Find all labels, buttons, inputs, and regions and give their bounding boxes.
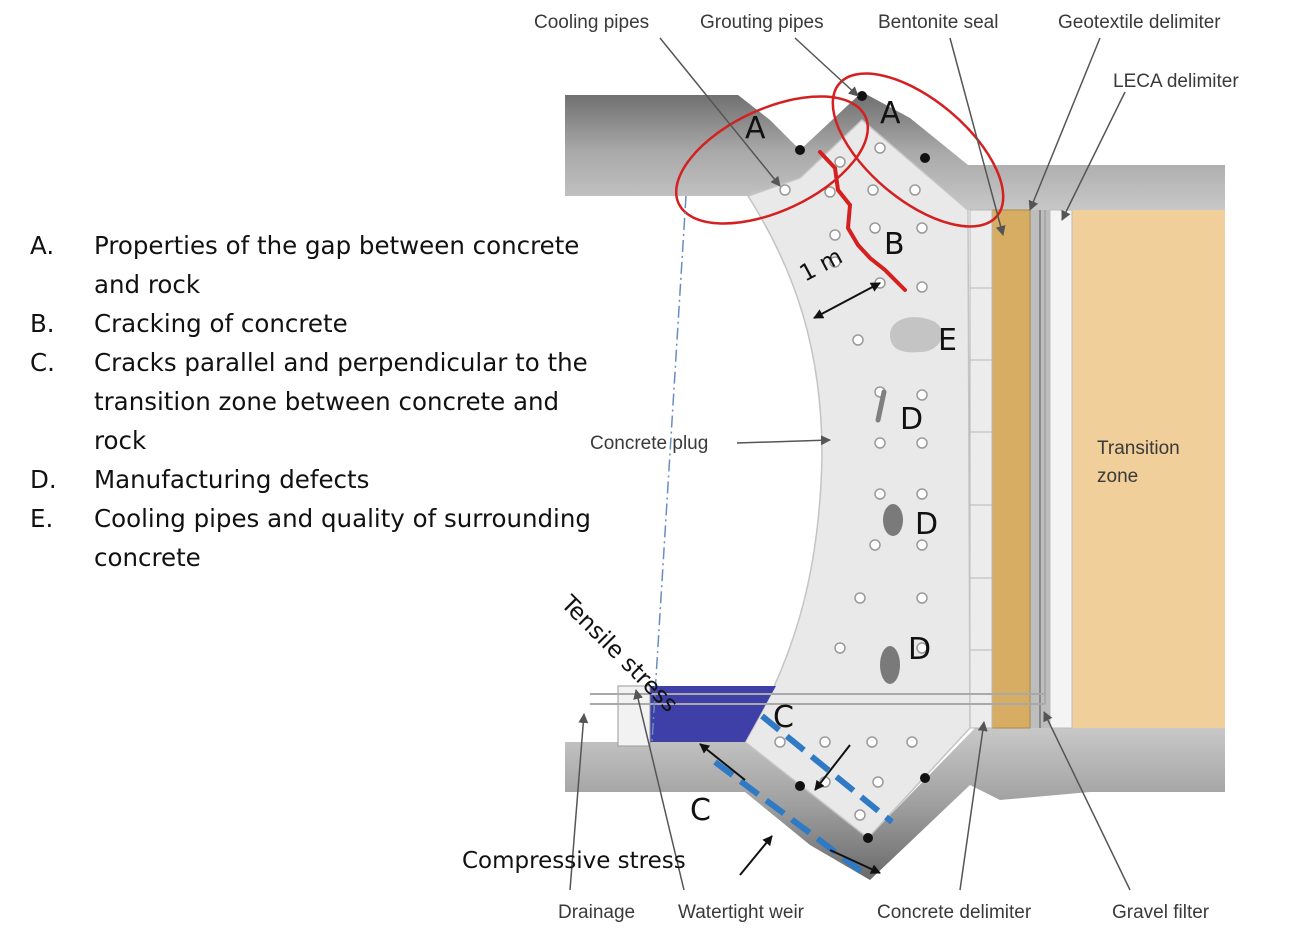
rock-top bbox=[565, 92, 1225, 212]
label-drainage: Drainage bbox=[558, 902, 635, 923]
legend-item-a: A. Properties of the gap between concret… bbox=[30, 226, 610, 304]
legend-item-d: D. Manufacturing defects bbox=[30, 460, 610, 499]
label-watertight-weir: Watertight weir bbox=[678, 902, 805, 923]
compressive-arrow-1 bbox=[739, 835, 773, 876]
defect-e-blob bbox=[890, 317, 943, 353]
marker-c-lower: C bbox=[690, 793, 711, 828]
legend-letter: E. bbox=[30, 504, 54, 533]
legend-item-e: E. Cooling pipes and quality of surround… bbox=[30, 499, 610, 577]
tensile-arrow bbox=[699, 743, 746, 781]
legend-letter: D. bbox=[30, 465, 57, 494]
concrete-plug-body bbox=[744, 118, 971, 840]
legend-text: Cracking of concrete bbox=[94, 309, 348, 338]
legend-text: Manufacturing defects bbox=[94, 465, 370, 494]
watertight-weir-water bbox=[650, 686, 776, 742]
rock-bottom bbox=[565, 728, 1225, 880]
legend-item-c: C. Cracks parallel and perpendicular to … bbox=[30, 343, 610, 460]
label-gravel-filter: Gravel filter bbox=[1112, 902, 1210, 923]
label-concrete-delimiter: Concrete delimiter bbox=[877, 902, 1032, 923]
crack-c-line-1 bbox=[760, 713, 894, 825]
plug-outline-dashdot bbox=[651, 195, 687, 743]
label-compressive-stress: Compressive stress bbox=[462, 848, 686, 874]
label-grouting-pipes: Grouting pipes bbox=[700, 12, 824, 33]
label-bentonite-seal: Bentonite seal bbox=[878, 12, 998, 33]
legend-list: A. Properties of the gap between concret… bbox=[30, 226, 610, 577]
marker-b: B bbox=[884, 227, 905, 262]
legend-text: Cracks parallel and perpendicular to the… bbox=[94, 348, 588, 455]
grouting-pipes bbox=[795, 91, 930, 843]
marker-c-upper: C bbox=[773, 700, 794, 735]
marker-a-left: A bbox=[745, 111, 766, 146]
marker-d-1: D bbox=[900, 402, 923, 437]
label-leaders bbox=[569, 37, 1131, 891]
compressive-arrow-2 bbox=[829, 849, 881, 874]
gap-ellipse-left bbox=[674, 95, 870, 225]
label-concrete-plug: Concrete plug bbox=[590, 433, 708, 454]
marker-d-2: D bbox=[915, 507, 938, 542]
marker-a-right: A bbox=[880, 96, 901, 131]
bentonite-seal-layer bbox=[991, 209, 1031, 729]
legend-letter: A. bbox=[30, 231, 55, 260]
marker-d-3: D bbox=[908, 632, 931, 667]
defect-d-streak bbox=[875, 389, 887, 423]
label-geotextile-delimiter: Geotextile delimiter bbox=[1058, 12, 1221, 33]
concrete-delimiter-blocks bbox=[969, 209, 993, 729]
drainage-pipes bbox=[590, 210, 1046, 705]
gap-ellipse-right bbox=[831, 72, 1005, 228]
label-cooling-pipes: Cooling pipes bbox=[534, 12, 649, 33]
one-meter-arrow bbox=[813, 282, 881, 319]
legend-item-b: B. Cracking of concrete bbox=[30, 304, 610, 343]
defect-d-blob-1 bbox=[883, 504, 903, 536]
defect-d-blob-2 bbox=[880, 646, 900, 684]
marker-e: E bbox=[938, 323, 957, 358]
label-transition-zone-1: Transition bbox=[1097, 438, 1180, 459]
leca-delimiter-layer bbox=[1049, 209, 1073, 729]
legend-letter: C. bbox=[30, 348, 55, 377]
legend-letter: B. bbox=[30, 309, 55, 338]
legend-text: Cooling pipes and quality of surrounding… bbox=[94, 504, 591, 572]
label-transition-zone-2: zone bbox=[1097, 466, 1138, 487]
transition-zone bbox=[1072, 210, 1225, 728]
label-leca-delimiter: LECA delimiter bbox=[1113, 71, 1239, 92]
legend-text: Properties of the gap between concrete a… bbox=[94, 231, 580, 299]
compressive-arrow-3 bbox=[814, 744, 851, 791]
